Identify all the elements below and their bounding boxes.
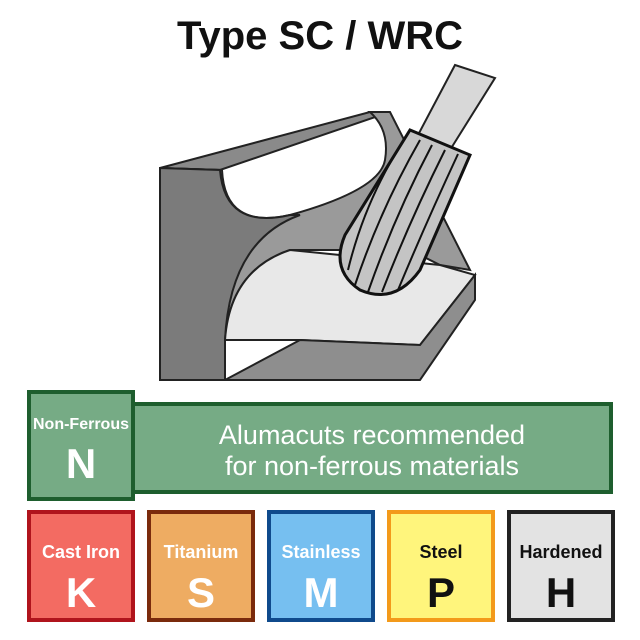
material-letter: K [65, 569, 97, 616]
material-letter: S [186, 569, 215, 616]
material-label: Hardened [519, 542, 603, 562]
non-ferrous-letter: N [65, 440, 97, 487]
material-letter: H [545, 569, 577, 616]
material-badge-cast-iron: Cast Iron K [27, 510, 135, 622]
banner-line-2: for non-ferrous materials [224, 451, 520, 481]
material-badge-hardened: Hardened H [507, 510, 615, 622]
page-title: Type SC / WRC [177, 14, 463, 58]
non-ferrous-label: Non-Ferrous [33, 416, 129, 433]
material-badge-stainless: Stainless M [267, 510, 375, 622]
material-label: Stainless [281, 542, 361, 562]
material-label: Cast Iron [41, 542, 120, 562]
material-badge-titanium: Titanium S [147, 510, 255, 622]
material-label: Titanium [163, 542, 239, 562]
non-ferrous-badge: Non-Ferrous N [27, 390, 135, 501]
material-letter: M [303, 569, 339, 616]
banner-line-1: Alumacuts recommended [218, 420, 526, 450]
material-label: Steel [419, 542, 463, 562]
recommendation-banner: Alumacuts recommended for non-ferrous ma… [131, 402, 613, 494]
material-badge-steel: Steel P [387, 510, 495, 622]
material-letter: P [426, 569, 455, 616]
